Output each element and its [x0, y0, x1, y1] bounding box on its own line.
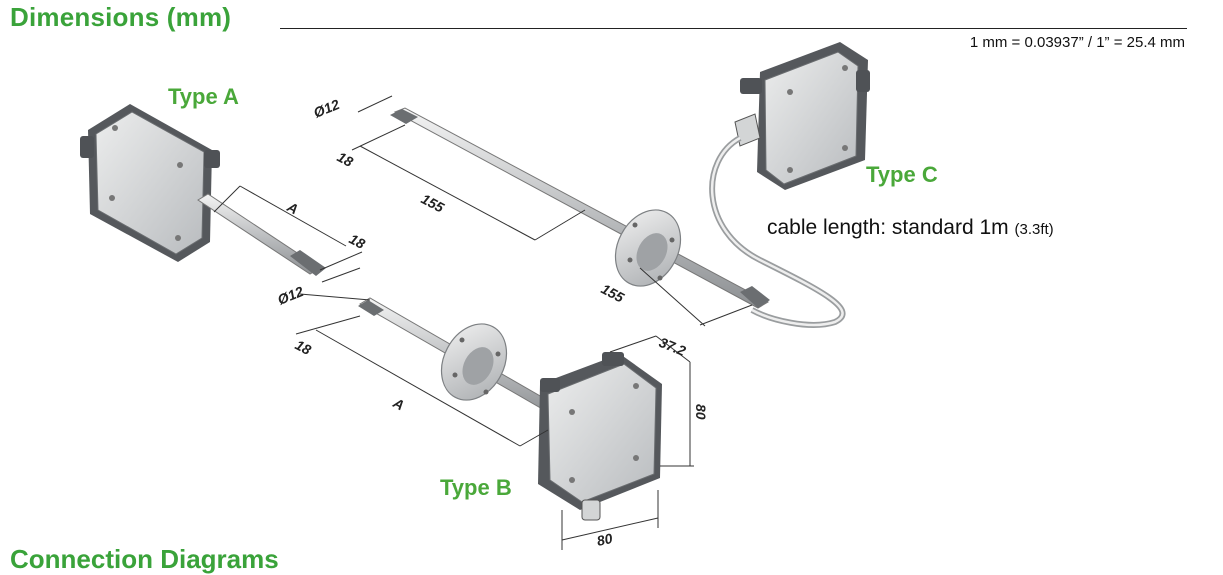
type-b-flange [440, 323, 508, 401]
cable-length-imperial: (3.3ft) [1014, 221, 1054, 238]
type-b-tip-length-label: 18 [293, 337, 314, 359]
title-rule [280, 28, 1187, 29]
type-a-tip-length-label: 18 [347, 231, 368, 253]
type-b-diameter-label: Ø12 [275, 283, 306, 308]
type-c-diameter-label: Ø12 [311, 96, 342, 121]
cable-length-text: cable length: standard 1m [767, 216, 1009, 239]
type-c-housing [734, 42, 870, 190]
type-c-flange [614, 209, 682, 287]
cable-length-note: cable length: standard 1m (3.3ft) [767, 216, 1054, 240]
type-c-tip-length-label: 18 [335, 149, 356, 171]
section-title: Dimensions (mm) [10, 2, 232, 32]
housing-depth-label: 37.2 [657, 334, 688, 359]
type-c-label: Type C [866, 162, 938, 187]
type-a-probe [197, 193, 326, 276]
dimension-lines [213, 95, 753, 550]
type-b-label: Type B [440, 475, 512, 500]
type-c-length-label-1: 155 [419, 191, 447, 216]
housing-height-label: 80 [693, 404, 709, 420]
unit-conversion-note: 1 mm = 0.03937” / 1” = 25.4 mm [969, 34, 1185, 51]
type-b-housing [538, 352, 662, 521]
type-a-label: Type A [168, 84, 239, 109]
type-c-length-label-2: 155 [599, 281, 627, 306]
type-a-length-label: A [284, 198, 301, 217]
housing-width-label: 80 [595, 530, 614, 549]
type-b-length-label: A [390, 394, 407, 413]
type-a-housing [80, 104, 220, 262]
dimension-drawing: Ø12 18 155 155 A 18 Ø12 18 A 37.2 80 80 [80, 42, 870, 550]
